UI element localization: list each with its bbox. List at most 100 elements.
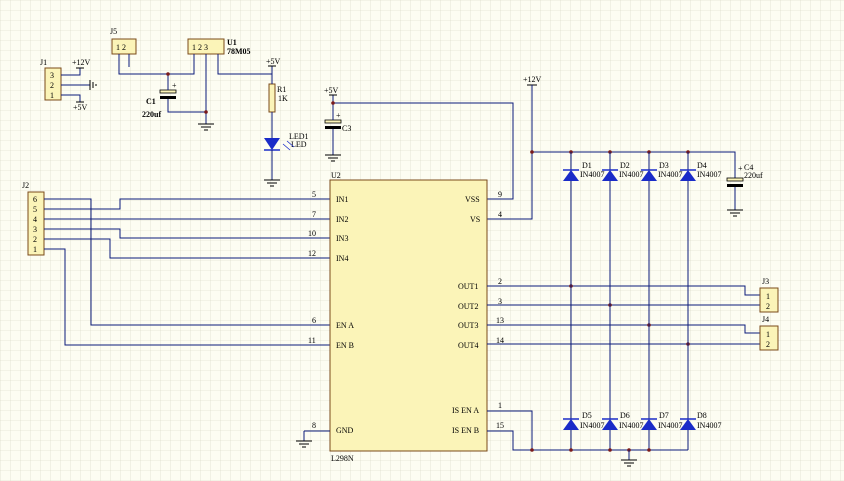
output-wiring: [487, 152, 760, 467]
diode-d1[interactable]: D1 IN4007: [563, 161, 604, 181]
c3-plus: +: [336, 111, 341, 120]
u2-pin-out1: OUT1: [458, 282, 478, 291]
r1-plus5-label: +5V: [266, 57, 281, 66]
u2-pin6-num: 6: [312, 316, 316, 325]
diode-d2[interactable]: D2 IN4007: [602, 161, 643, 181]
j1-plus5-label: +5V: [73, 103, 88, 112]
j2-pin-4: 4: [33, 215, 37, 224]
r1-value: 1K: [278, 94, 288, 103]
connector-j5[interactable]: J5 1 2: [110, 27, 137, 55]
d3-ref: D3: [659, 161, 669, 170]
u1-pins: 1 2 3: [192, 43, 208, 52]
u2-pin-out3: OUT3: [458, 321, 478, 330]
diode-d5[interactable]: D5 IN4007: [563, 411, 604, 430]
j4-pin-1: 1: [766, 330, 770, 339]
c1-value: 220uf: [142, 110, 161, 119]
c4-ref: C4: [744, 163, 753, 172]
u1-value: 78M05: [227, 47, 251, 56]
u2-pin-in1: IN1: [336, 195, 348, 204]
u2-pin-gnd: GND: [336, 426, 354, 435]
j5-pins: 1 2: [116, 43, 126, 52]
led1-ref: LED1: [289, 132, 309, 141]
j1-plus12-label: +12V: [72, 58, 91, 67]
j1-pin-3: 3: [50, 71, 54, 80]
j1-pin-1: 1: [50, 91, 54, 100]
j2-pin-6: 6: [33, 195, 37, 204]
regulator-u1[interactable]: U1 78M05 1 2 3: [187, 38, 251, 56]
u2-pin2-num: 2: [498, 277, 502, 286]
diode-d3[interactable]: D3 IN4007: [641, 161, 682, 181]
d3-value: IN4007: [658, 170, 682, 179]
u2-left-pins: 5 IN1 7 IN2 10 IN3 12 IN4 6 EN A 11 EN B…: [308, 190, 354, 435]
u2-pin3-num: 3: [498, 297, 502, 306]
connector-j1[interactable]: J1 3 2 1: [40, 58, 62, 101]
connector-j3[interactable]: J3 1 2: [759, 277, 779, 313]
vs-plus12-label: +12V: [523, 75, 542, 84]
u2-pin-vs: VS: [470, 215, 480, 224]
u2-ref: U2: [331, 171, 341, 180]
u2-pin-out2: OUT2: [458, 302, 478, 311]
u2-pin-vss: VSS: [465, 195, 480, 204]
c4-value: 220uf: [744, 171, 763, 180]
d6-value: IN4007: [619, 421, 643, 430]
led1-value: LED: [291, 140, 307, 149]
u2-pin-ena: EN A: [336, 321, 354, 330]
u2-pin13-num: 13: [496, 316, 504, 325]
j5-ref: J5: [110, 27, 117, 36]
c1-plus: +: [172, 81, 177, 90]
j2-pin-3: 3: [33, 225, 37, 234]
u2-pin-isena: IS EN A: [452, 406, 479, 415]
j2-wiring: [44, 198, 330, 346]
d4-value: IN4007: [697, 170, 721, 179]
u2-pin10-num: 10: [308, 229, 316, 238]
diode-d8[interactable]: D8 IN4007: [680, 411, 721, 430]
u1-ref: U1: [227, 38, 237, 47]
d2-ref: D2: [620, 161, 630, 170]
r1-led-wiring: [264, 65, 280, 187]
j4-pin-2: 2: [766, 340, 770, 349]
d2-value: IN4007: [619, 170, 643, 179]
diode-d6[interactable]: D6 IN4007: [602, 411, 643, 430]
connector-j2[interactable]: J2 6 5 4 3 2 1: [22, 181, 45, 256]
j3-pin-2: 2: [766, 302, 770, 311]
u2-pin1-num: 1: [498, 401, 502, 410]
d5-ref: D5: [582, 411, 592, 420]
diode-d4[interactable]: D4 IN4007: [680, 161, 721, 181]
u2-pin15-num: 15: [496, 421, 504, 430]
u2-value: L298N: [331, 454, 354, 463]
d1-value: IN4007: [580, 170, 604, 179]
u2-pin4-num: 4: [498, 210, 502, 219]
c3-ref: C3: [342, 124, 351, 133]
ic-u2[interactable]: U2 L298N: [329, 171, 488, 463]
capacitor-c4[interactable]: + C4 220uf: [726, 163, 763, 187]
j2-pin-5: 5: [33, 205, 37, 214]
d1-ref: D1: [582, 161, 592, 170]
connector-j4[interactable]: J4 1 2: [759, 315, 779, 351]
r1-ref: R1: [277, 85, 286, 94]
c4-plus: +: [738, 164, 743, 173]
d4-ref: D4: [697, 161, 707, 170]
u2-pin-out4: OUT4: [458, 341, 478, 350]
diode-d7[interactable]: D7 IN4007: [641, 411, 682, 430]
u2-pin8-num: 8: [312, 421, 316, 430]
u2-pin5-num: 5: [312, 190, 316, 199]
j3-pin-1: 1: [766, 292, 770, 301]
j3-ref: J3: [762, 277, 769, 286]
d8-ref: D8: [697, 411, 707, 420]
c1-ref: C1: [146, 97, 156, 106]
u2-pin-in4: IN4: [336, 254, 348, 263]
d7-value: IN4007: [658, 421, 682, 430]
d5-value: IN4007: [580, 421, 604, 430]
j1-pin-2: 2: [50, 81, 54, 90]
u2-pin11-num: 11: [308, 336, 316, 345]
j2-pin-2: 2: [33, 235, 37, 244]
c4-wiring: [727, 187, 743, 217]
j1-ref: J1: [40, 58, 47, 67]
u2-right-pins: 9 VSS 4 VS 2 OUT1 3 OUT2 13 OUT3 14 OUT4…: [452, 190, 504, 435]
c3-wiring: [325, 94, 514, 200]
u2-pin-in2: IN2: [336, 215, 348, 224]
c3-plus5-label: +5V: [324, 86, 339, 95]
j2-ref: J2: [22, 181, 29, 190]
d7-ref: D7: [659, 411, 669, 420]
